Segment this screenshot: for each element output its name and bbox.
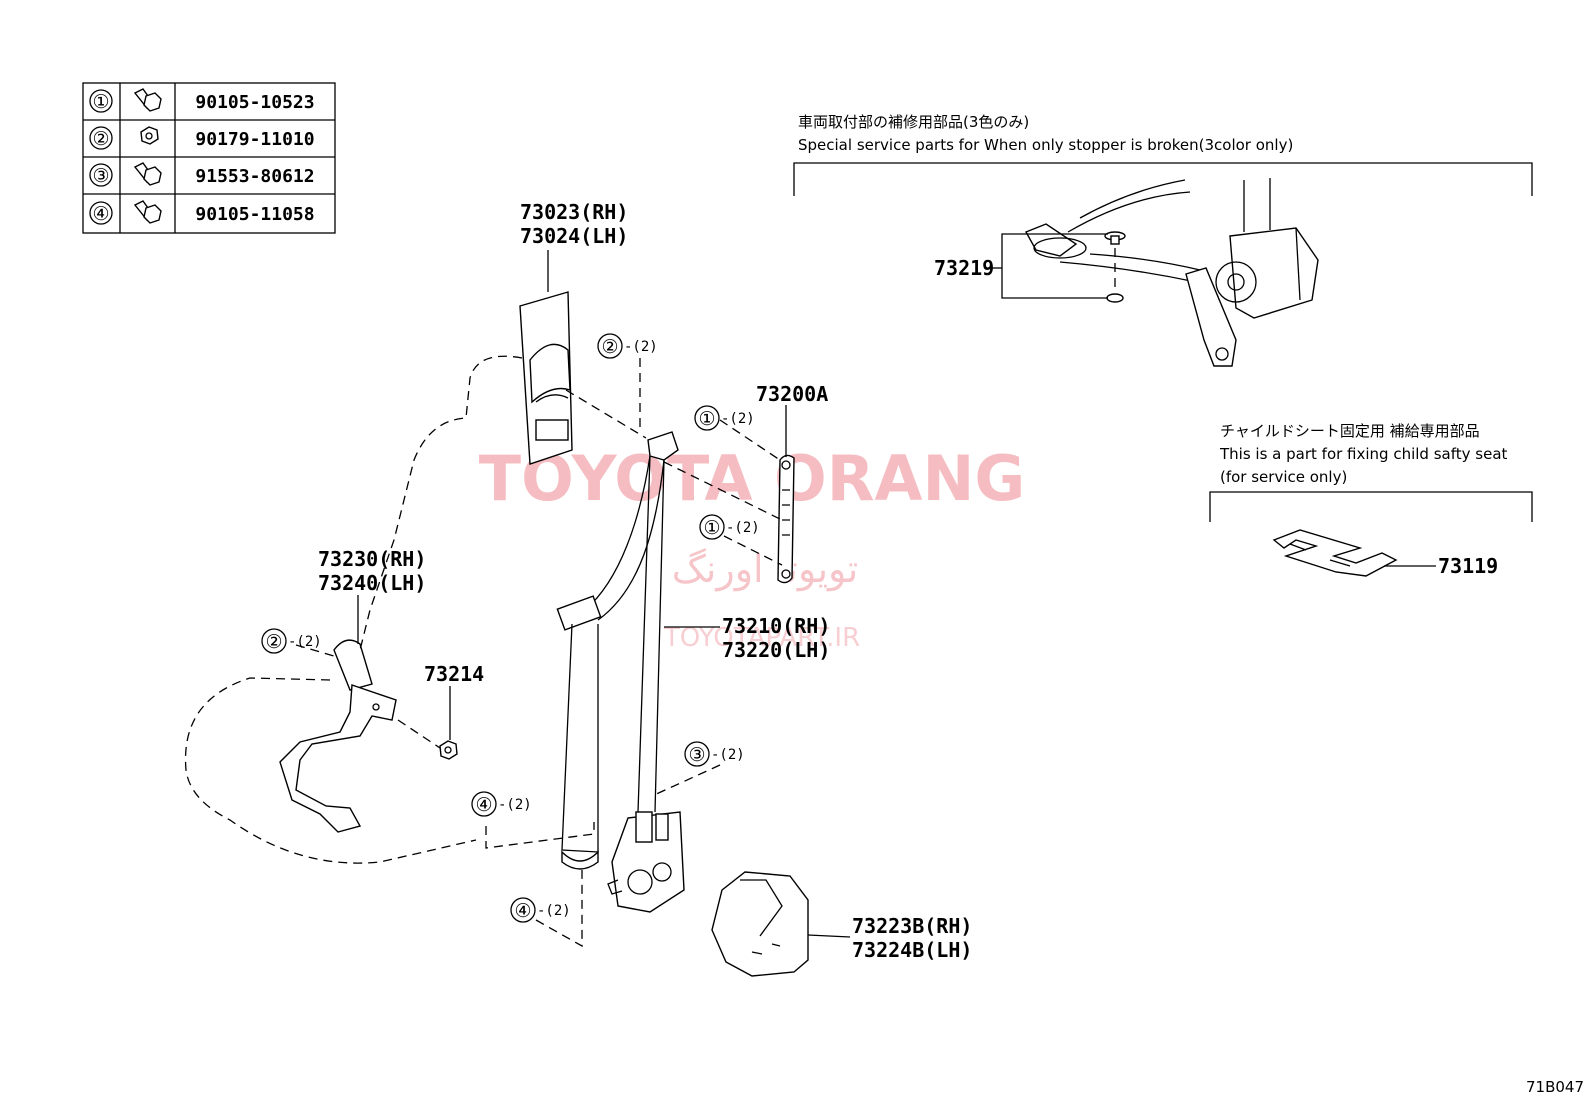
anchor-cover-rh-label: 73023(RH): [520, 200, 628, 224]
part-number: 91553-80612: [195, 166, 314, 187]
watermark-site: TOYOTAPART.IR: [663, 623, 860, 653]
stopper-bracket: [1001, 233, 1108, 299]
stopper-note-jp: 車両取付部の補修用部品(3色のみ): [798, 113, 1029, 131]
table-row: ② 90179-11010: [89, 126, 315, 150]
fastener-callout-3: ③ -(2): [684, 741, 745, 767]
buckle-rh-label: 73230(RH): [318, 547, 426, 571]
table-row: ③ 91553-80612: [89, 162, 315, 187]
retractor-cover-rh-label: 73223B(RH): [852, 914, 972, 938]
table-row: ④ 90105-11058: [89, 200, 315, 225]
fastener-callout-4-lower: ④ -(2): [510, 897, 571, 923]
fastener-callout-4-upper: ④ -(2): [471, 791, 532, 817]
bolt-washer-icon: [133, 200, 162, 224]
nut-icon: [140, 126, 159, 145]
watermark: TOYOTA ORANG تویوتا اورنگ TOYOTAPART.IR: [479, 442, 1025, 653]
callout-number: ④: [475, 794, 492, 816]
callout-number: ②: [601, 336, 618, 358]
callout-qty: -(2): [624, 339, 658, 355]
stopper-washer-icon: [1106, 293, 1124, 303]
table-row: ① 90105-10523: [89, 88, 315, 113]
fastener-callout-2-buckle: ② -(2): [261, 628, 322, 654]
row-index: ①: [92, 91, 109, 113]
stopper-label: 73219: [934, 256, 994, 280]
row-index: ④: [92, 203, 109, 225]
nut-73214-label: 73214: [424, 662, 484, 686]
callout-number: ④: [514, 900, 531, 922]
bolt-washer-icon: [133, 88, 162, 112]
height-adjuster-label: 73200A: [756, 382, 828, 406]
retractor-cover-part: [711, 871, 809, 977]
child-note-en2: (for service only): [1220, 468, 1347, 486]
child-seat-plate-part: [1272, 529, 1398, 577]
callout-number: ①: [703, 517, 720, 539]
callout-number: ①: [698, 408, 715, 430]
fastener-table: ① 90105-10523 ② 90179-11010 ③: [82, 82, 336, 234]
callout-qty: -(2): [537, 903, 571, 919]
stopper-button-icon: [1104, 231, 1126, 245]
bolt-washer-icon: [133, 162, 162, 186]
diagram-code: 71B047: [1526, 1078, 1584, 1096]
buckle-lh-label: 73240(LH): [318, 571, 426, 595]
fastener-callout-1-lower: ① -(2): [699, 514, 760, 540]
callout-qty: -(2): [721, 411, 755, 427]
height-adjuster-part: [777, 454, 795, 584]
callout-number: ③: [688, 744, 705, 766]
row-index: ②: [92, 128, 109, 150]
child-seat-plate-label: 73119: [1438, 554, 1498, 578]
child-seat-plate-section: チャイルドシート固定用 補給専用部品 This is a part for fi…: [1209, 422, 1533, 578]
fastener-callout-1-upper: ① -(2): [694, 405, 755, 431]
row-index: ③: [92, 165, 109, 187]
child-note-en1: This is a part for fixing child safty se…: [1219, 445, 1508, 463]
callout-qty: -(2): [711, 747, 745, 763]
nut-73214-part: [439, 740, 458, 760]
leader-line: [807, 934, 851, 938]
seat-belt-webbing-part: [556, 431, 679, 870]
part-number: 90179-11010: [195, 129, 314, 150]
anchor-cover-part: [519, 291, 573, 465]
callout-qty: -(2): [498, 797, 532, 813]
watermark-persian: تویوتا اورنگ: [672, 547, 859, 592]
part-number: 90105-10523: [195, 92, 314, 113]
child-note-jp: チャイルドシート固定用 補給専用部品: [1220, 422, 1480, 440]
stopper-service-section: 車両取付部の補修用部品(3色のみ) Special service parts …: [793, 113, 1533, 367]
belt-assy-rh-label: 73210(RH): [722, 614, 830, 638]
callout-number: ②: [265, 631, 282, 653]
watermark-title: TOYOTA ORANG: [479, 442, 1025, 515]
fastener-callout-2-top: ② -(2): [597, 333, 658, 359]
retractor-part: [607, 811, 685, 913]
retractor-cover-lh-label: 73224B(LH): [852, 938, 972, 962]
belt-assy-lh-label: 73220(LH): [722, 638, 830, 662]
part-number: 90105-11058: [195, 204, 314, 225]
callout-qty: -(2): [288, 634, 322, 650]
callout-qty: -(2): [726, 520, 760, 536]
buckle-part: [279, 639, 397, 833]
assembly-dashed-lines: [184, 355, 783, 948]
stopper-note-en: Special service parts for When only stop…: [798, 136, 1293, 154]
anchor-cover-lh-label: 73024(LH): [520, 224, 628, 248]
